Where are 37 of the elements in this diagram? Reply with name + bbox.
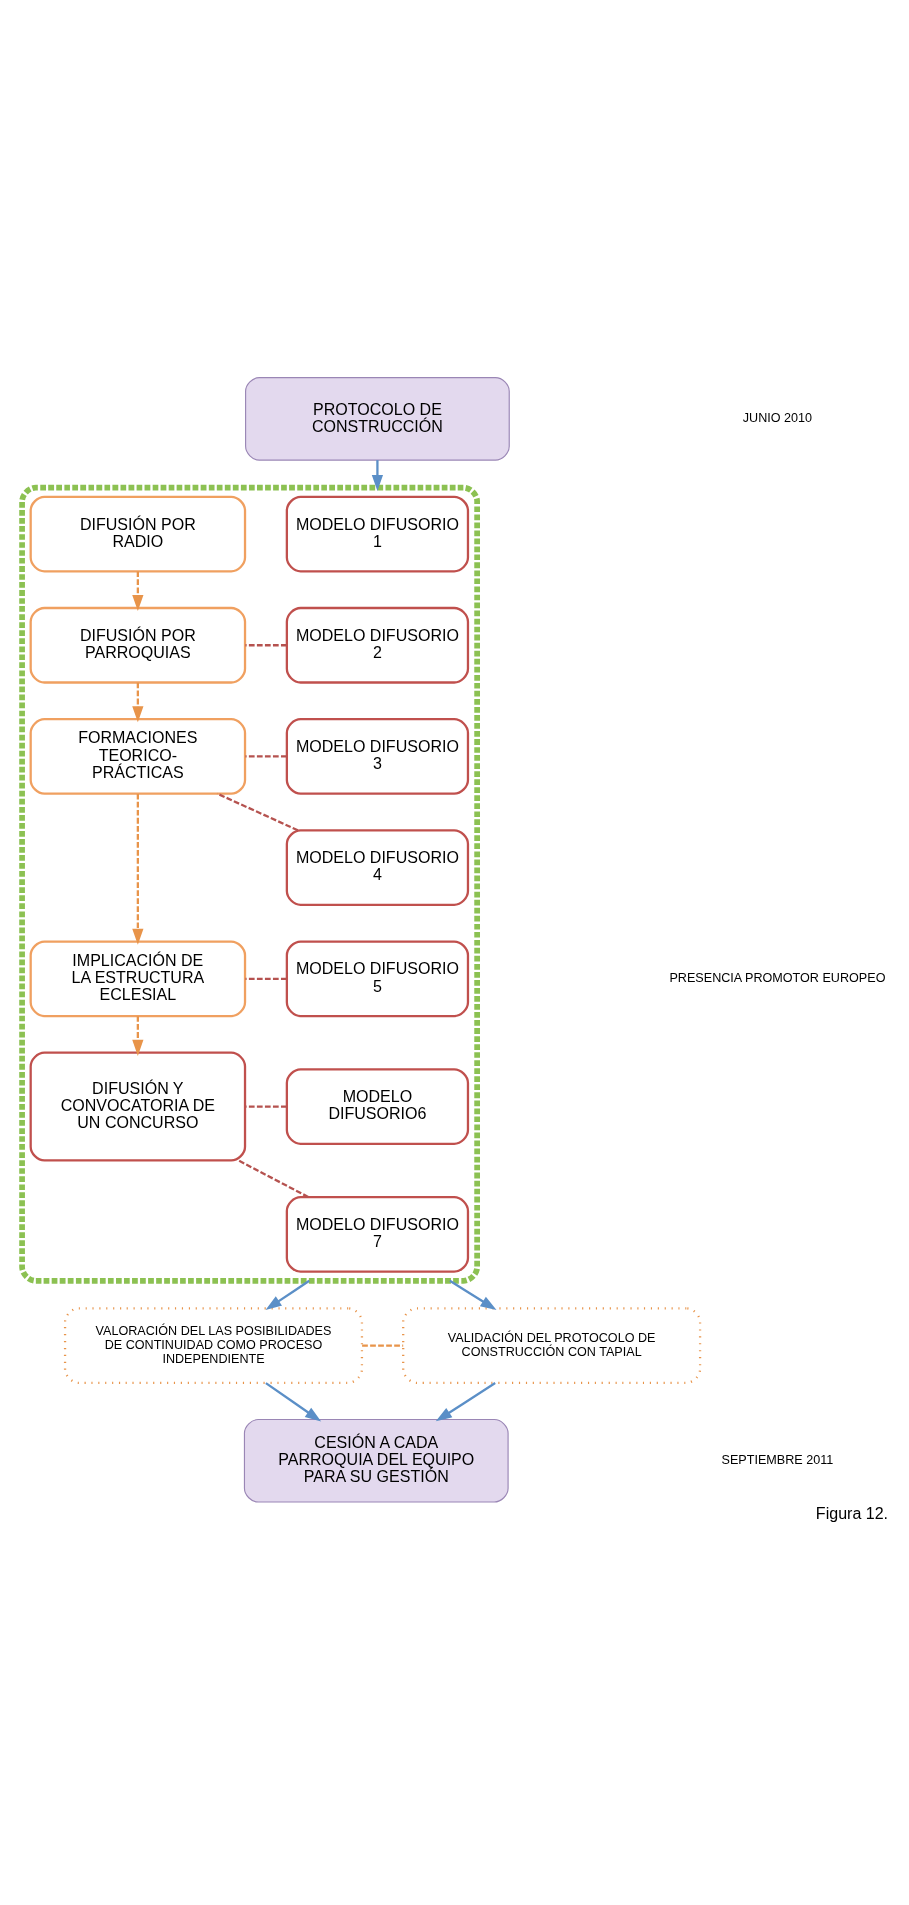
node-box: DIFUSIÓN POR RADIO — [29, 495, 247, 572]
node-box: DIFUSIÓN Y CONVOCATORIA DE UN CONCURSO — [29, 1051, 247, 1162]
connector — [245, 754, 287, 758]
cluster — [19, 484, 480, 1284]
node-box: MODELO DIFUSORIO 5 — [285, 939, 470, 1017]
arrow — [132, 570, 144, 611]
arrow — [132, 1015, 144, 1056]
arrow — [449, 1279, 497, 1310]
caption: Figura 12. — [815, 1503, 889, 1522]
connector — [245, 1104, 287, 1108]
node-box: PROTOCOLO DE CONSTRUCCIÓN — [245, 376, 510, 461]
arrow — [265, 1279, 310, 1310]
connector — [245, 977, 287, 980]
label: JUNIO 2010 — [742, 410, 813, 425]
node-box: FORMACIONES TEORICO- PRÁCTICAS — [29, 717, 247, 795]
arrow — [265, 1381, 322, 1421]
connector — [238, 1159, 309, 1198]
arrow — [371, 459, 384, 491]
node-box: IMPLICACIÓN DE LA ESTRUCTURA ECLESIAL — [29, 939, 247, 1017]
node-box: MODELO DIFUSORIO 1 — [285, 495, 470, 572]
connector — [362, 1343, 404, 1347]
connector — [245, 643, 287, 646]
node-box: MODELO DIFUSORIO 7 — [285, 1195, 470, 1273]
node-box: MODELO DIFUSORIO6 — [285, 1067, 470, 1145]
label: SEPTIEMBRE 2011 — [721, 1452, 834, 1467]
node-box: MODELO DIFUSORIO 2 — [285, 606, 470, 684]
arrow — [435, 1381, 496, 1421]
node-box: MODELO DIFUSORIO 3 — [285, 717, 470, 795]
node-box: DIFUSIÓN POR PARROQUIAS — [29, 606, 247, 684]
node-box: CESIÓN A CADA PARROQUIA DEL EQUIPO PARA SU GESTIÓN — [243, 1418, 509, 1503]
node-box: VALORACIÓN DEL LAS POSIBILIDADES DE CONTINUIDAD COMO PROCESO INDEPENDIENTE — [63, 1306, 364, 1384]
arrow — [132, 682, 144, 722]
node-box: MODELO DIFUSORIO 4 — [285, 828, 470, 906]
arrow — [132, 793, 144, 945]
node-box: VALIDACIÓN DEL PROTOCOLO DE CONSTRUCCIÓN CON TAPIAL — [402, 1306, 702, 1384]
label: PRESENCIA PROMOTOR EUROPEO — [669, 970, 886, 985]
connector — [216, 792, 299, 831]
